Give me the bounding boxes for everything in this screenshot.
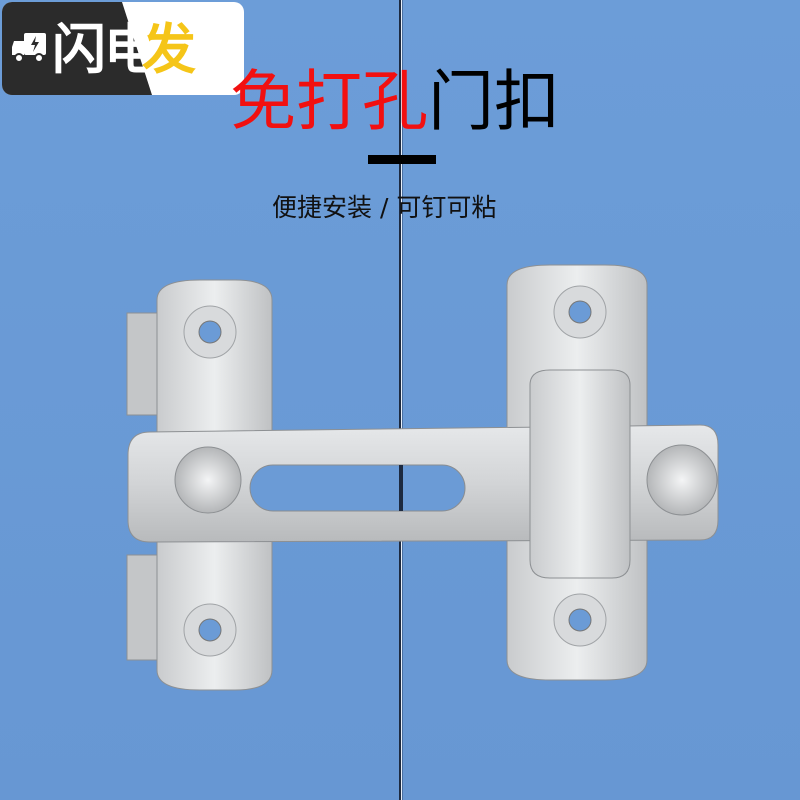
headline-underline: [368, 155, 436, 164]
hook-block: [529, 369, 631, 579]
door-gap: [399, 0, 403, 800]
left-knob: [174, 446, 242, 514]
badge-text-delivery: 发货: [142, 18, 196, 81]
right-knob: [646, 444, 718, 516]
headline: 免打孔门扣: [230, 62, 560, 142]
headline-black: 门扣: [428, 63, 560, 140]
subtitle: 便捷安装 / 可钉可粘: [272, 193, 497, 222]
badge-text-flash: 闪电: [52, 18, 158, 81]
delivery-truck-icon: [12, 33, 46, 63]
flash-delivery-badge: 闪电 发货: [2, 2, 244, 95]
headline-red: 免打孔: [230, 63, 428, 140]
